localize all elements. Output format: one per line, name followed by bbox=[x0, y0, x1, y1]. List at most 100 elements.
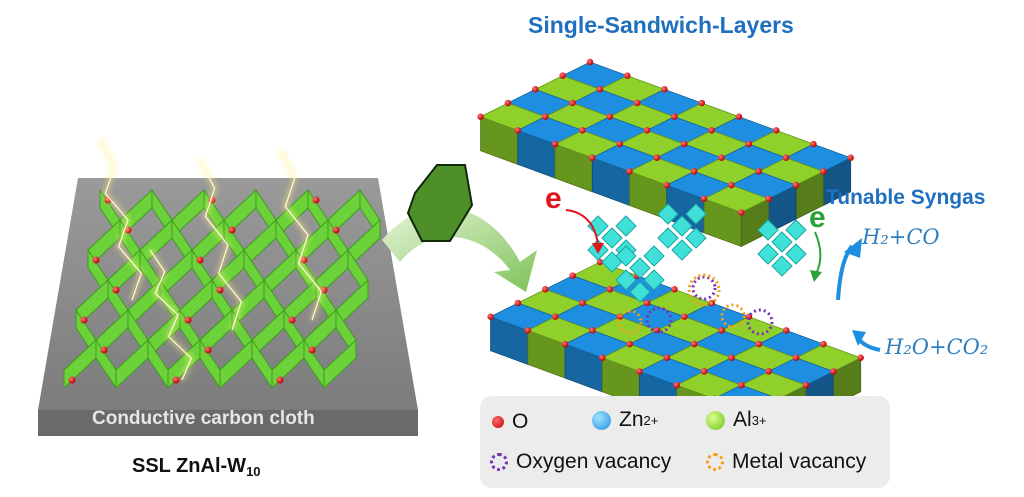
oxygen-atom bbox=[514, 299, 522, 307]
oxygen-atom bbox=[589, 154, 596, 161]
ldh-nanosheet-network bbox=[63, 188, 381, 390]
legend-label-aluminum: Al bbox=[733, 408, 752, 431]
w10-octahedron bbox=[615, 215, 637, 237]
oxygen-atom bbox=[643, 299, 651, 307]
oxygen-atom bbox=[643, 127, 651, 134]
oxygen-atom bbox=[532, 86, 539, 93]
oxygen-atom bbox=[728, 181, 735, 189]
oxygen-atom bbox=[690, 168, 698, 175]
oxygen-atom bbox=[228, 226, 236, 234]
vacancy-markers bbox=[617, 273, 774, 336]
oxygen-atom bbox=[477, 113, 484, 120]
oxygen-atom bbox=[700, 195, 708, 202]
w10-octahedron bbox=[629, 257, 651, 279]
oxygen-atom bbox=[633, 99, 641, 107]
lightning-bolt bbox=[279, 149, 323, 321]
oxygen-atom bbox=[569, 272, 576, 279]
electron-arrow-out-head bbox=[810, 270, 822, 282]
oxygen-atom bbox=[691, 340, 698, 348]
w10-octahedron bbox=[615, 245, 637, 267]
w10-octahedron bbox=[657, 227, 679, 249]
oxygen-atom bbox=[820, 340, 827, 348]
single-sandwich-layer-top bbox=[477, 58, 854, 248]
electron-arrow-in bbox=[565, 209, 599, 247]
legend-sup-zinc: 2+ bbox=[643, 412, 659, 428]
oxygen-atom bbox=[68, 376, 76, 384]
legend-item-oxygen: O bbox=[492, 410, 528, 434]
lightning-bolts bbox=[98, 139, 324, 381]
aluminum-ball-icon bbox=[706, 410, 725, 430]
diagram-title: Single-Sandwich-Layers bbox=[528, 12, 794, 38]
metal-vacancy-ring-icon bbox=[706, 453, 724, 471]
lightning-bolt bbox=[99, 139, 143, 301]
w10-octahedron bbox=[629, 281, 651, 303]
electron-arrow-out bbox=[814, 231, 822, 275]
zinc-ball-icon bbox=[592, 410, 611, 430]
legend-label-oxygen-vacancy: Oxygen vacancy bbox=[516, 450, 672, 473]
oxygen-atom bbox=[92, 256, 100, 264]
oxygen-atom bbox=[624, 72, 631, 79]
oxygen-atom bbox=[626, 168, 633, 175]
oxygen-vacancy-ring-icon bbox=[490, 453, 508, 471]
sample-label-subscript: 10 bbox=[246, 464, 261, 479]
oxygen-atom bbox=[745, 140, 753, 148]
oxygen-atom bbox=[673, 381, 680, 389]
oxygen-atom bbox=[100, 346, 108, 354]
oxygen-atom bbox=[698, 99, 705, 107]
oxygen-ball-icon bbox=[492, 416, 504, 428]
substrate-label: Conductive carbon cloth bbox=[92, 408, 315, 429]
oxygen-atom bbox=[80, 316, 88, 324]
w10-octahedron bbox=[757, 219, 779, 241]
sample-label-text: SSL ZnAl-W bbox=[132, 455, 247, 477]
oxygen-atom bbox=[671, 113, 678, 120]
oxygen-atom bbox=[728, 354, 735, 361]
w10-octahedron bbox=[643, 245, 665, 267]
oxygen-atom bbox=[504, 99, 512, 107]
oxygen-atom bbox=[542, 286, 549, 293]
oxygen-atom bbox=[172, 376, 180, 384]
reactant-formula: H₂O+CO₂ bbox=[885, 335, 989, 359]
oxygen-atom bbox=[738, 209, 745, 216]
nanosheet-wall bbox=[323, 338, 357, 390]
lightning-bolt bbox=[149, 249, 193, 381]
w10-octahedron bbox=[771, 231, 793, 253]
oxygen-atom bbox=[783, 327, 790, 334]
oxygen-atom bbox=[596, 86, 604, 93]
oxygen-atom bbox=[606, 286, 614, 293]
w10-octahedron bbox=[771, 255, 793, 277]
oxygen-atom bbox=[782, 154, 790, 161]
oxygen-atom bbox=[312, 196, 320, 204]
w10-octahedron bbox=[685, 227, 707, 249]
oxygen-atom bbox=[559, 72, 566, 79]
oxygen-atom bbox=[765, 368, 772, 375]
oxygen-atom bbox=[332, 226, 340, 234]
w10-octahedron bbox=[685, 203, 707, 225]
syngas-out-arrow-head bbox=[844, 238, 862, 258]
oxygen-atom bbox=[755, 168, 762, 175]
w10-octahedron bbox=[601, 227, 623, 249]
oxygen-atom bbox=[681, 313, 688, 320]
oxygen-atom bbox=[735, 113, 743, 120]
oxygen-atom bbox=[606, 113, 613, 120]
oxygen-atom bbox=[184, 316, 192, 324]
oxygen-atom bbox=[718, 154, 725, 161]
oxygen-atom bbox=[653, 154, 661, 161]
oxygen-atom bbox=[579, 127, 586, 134]
product-formula: H₂+CO bbox=[862, 225, 940, 249]
w10-octahedron bbox=[587, 215, 609, 237]
oxygen-atom bbox=[112, 286, 120, 294]
oxygen-atom bbox=[561, 340, 569, 348]
oxygen-atom bbox=[792, 181, 800, 189]
w10-octahedron bbox=[643, 269, 665, 291]
w10-octahedron bbox=[785, 219, 807, 241]
oxygen-atom bbox=[810, 140, 817, 148]
oxygen-atom bbox=[579, 299, 586, 307]
legend-label-zinc: Zn bbox=[619, 408, 644, 431]
oxygen-atom bbox=[514, 127, 521, 134]
reactant-in-arrow-head bbox=[852, 330, 866, 346]
oxygen-atom bbox=[216, 286, 224, 294]
